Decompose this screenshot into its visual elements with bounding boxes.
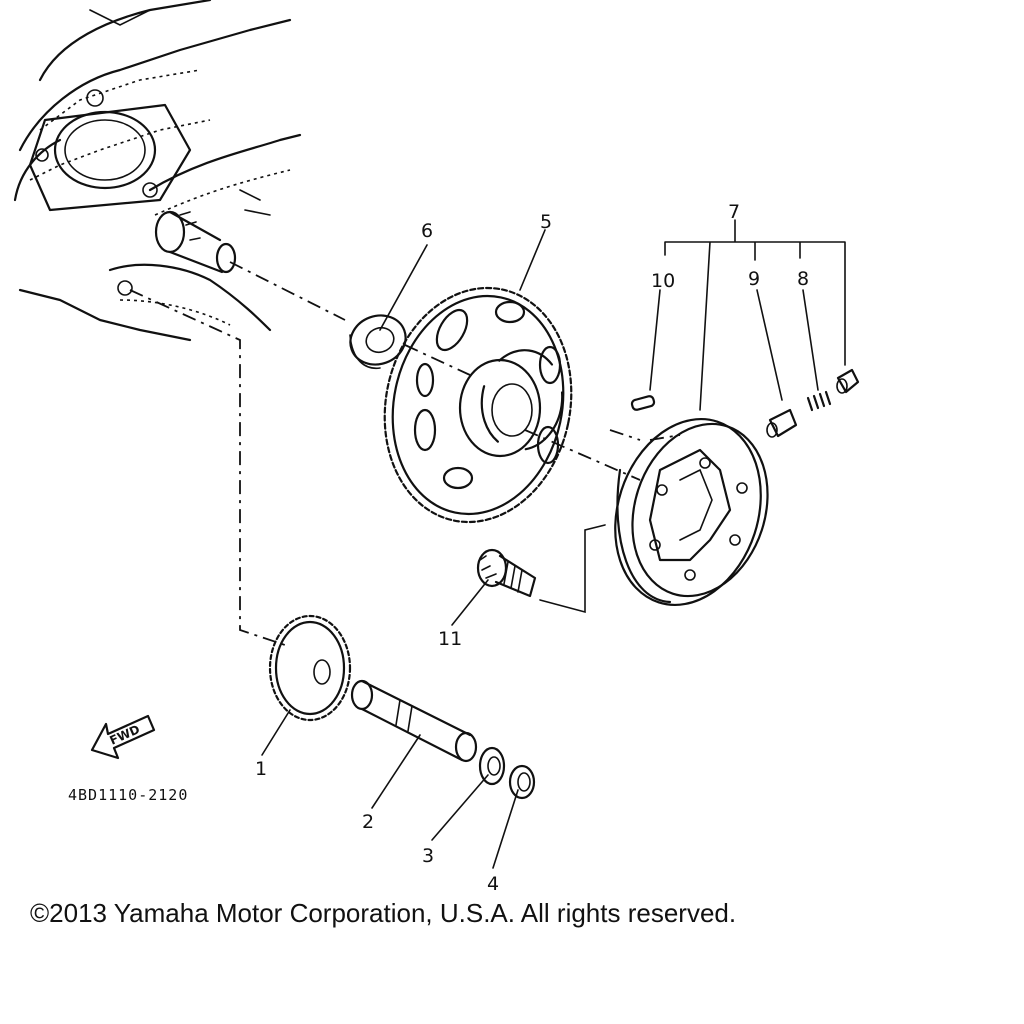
callout-6: 6 (421, 220, 433, 242)
washer-part-3 (478, 746, 506, 786)
callout-4: 4 (487, 873, 499, 895)
shaft-part-2 (350, 679, 478, 763)
assembly-lines (129, 261, 681, 646)
pin-part-10 (630, 395, 656, 411)
plunger-part-9 (768, 408, 798, 438)
washer-part-6 (349, 314, 407, 369)
leader-lines (261, 219, 846, 869)
callout-5: 5 (540, 211, 552, 233)
bolt-part-11 (476, 548, 537, 598)
starter-wheel-gear-part-5 (383, 286, 573, 524)
copyright-notice: ©2013 Yamaha Motor Corporation, U.S.A. A… (30, 898, 737, 928)
fwd-arrow-icon: FWD (90, 714, 156, 760)
callout-10: 10 (651, 270, 675, 292)
callout-8: 8 (797, 268, 809, 290)
callout-7: 7 (728, 201, 740, 223)
clutch-small-parts (630, 368, 860, 438)
idle-gear-part-1 (268, 614, 352, 722)
callout-3: 3 (422, 845, 434, 867)
starter-clutch-part-7 (614, 417, 769, 607)
callout-labels: 1 2 3 4 5 6 7 8 9 10 11 (255, 201, 809, 895)
callout-11: 11 (438, 628, 462, 650)
diagram-code: 4BD1110-2120 (68, 786, 188, 804)
crankcase (13, 0, 302, 342)
spring-part-8 (806, 390, 832, 412)
callout-2: 2 (362, 811, 374, 833)
callout-9: 9 (748, 268, 760, 290)
callout-1: 1 (255, 758, 267, 780)
circlip-part-4 (508, 764, 536, 800)
